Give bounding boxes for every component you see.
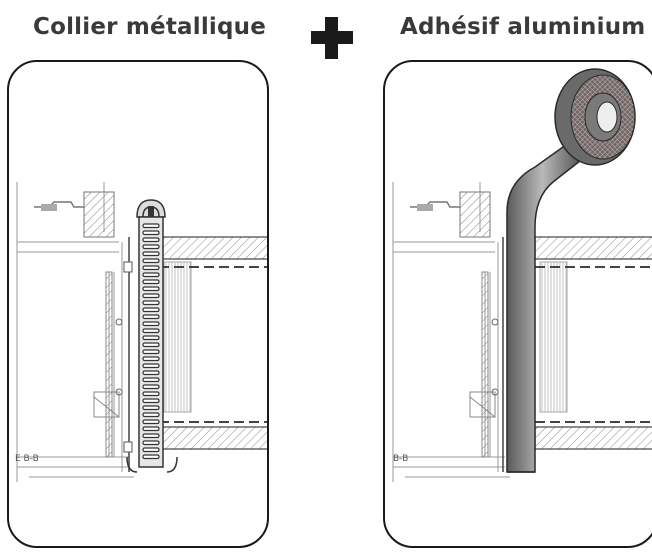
technical-drawing-adhesif: [392, 68, 652, 482]
section-label: B-B: [393, 454, 409, 464]
collar-slot: [142, 433, 160, 439]
collar-slot: [142, 328, 160, 334]
collar-slot: [142, 293, 160, 299]
plus-icon: [311, 17, 353, 59]
title-collier-metallique: Collier métallique: [33, 14, 267, 40]
collar-slot: [142, 286, 160, 292]
collar-slot: [142, 230, 160, 236]
collar-slot: [142, 223, 160, 229]
section-label: E B-B: [15, 454, 39, 464]
collar-slot: [142, 321, 160, 327]
collar-slot: [142, 370, 160, 376]
collar-slot: [142, 426, 160, 432]
collar-slot: [142, 342, 160, 348]
collar-slot: [142, 398, 160, 404]
collar-slot: [142, 440, 160, 446]
collar-slot: [142, 384, 160, 390]
collar-slot: [142, 335, 160, 341]
collar-slot: [142, 251, 160, 257]
collar-slot: [142, 377, 160, 383]
panel-adhesif-aluminium: B-B: [383, 60, 652, 548]
collar-slot: [142, 419, 160, 425]
collar-slot: [142, 244, 160, 250]
collar-slot: [142, 412, 160, 418]
collar-slot: [142, 363, 160, 369]
panel-collier-metallique: E B-B: [7, 60, 269, 548]
collar-slot: [142, 307, 160, 313]
collar-slot: [142, 349, 160, 355]
technical-drawing-collier: [16, 182, 267, 482]
collar-slot: [142, 272, 160, 278]
title-adhesif-aluminium: Adhésif aluminium: [400, 14, 646, 40]
collar-slot: [142, 454, 160, 460]
collar-slot: [142, 265, 160, 271]
collar-slot: [142, 391, 160, 397]
collar-slot: [142, 237, 160, 243]
collar-slot: [142, 447, 160, 453]
aluminium-tape-roll: [506, 68, 636, 473]
collar-slot: [142, 300, 160, 306]
collar-slot: [142, 258, 160, 264]
collar-slot: [142, 405, 160, 411]
collar-slot: [142, 314, 160, 320]
collar-slot: [142, 356, 160, 362]
collar-slot: [142, 279, 160, 285]
